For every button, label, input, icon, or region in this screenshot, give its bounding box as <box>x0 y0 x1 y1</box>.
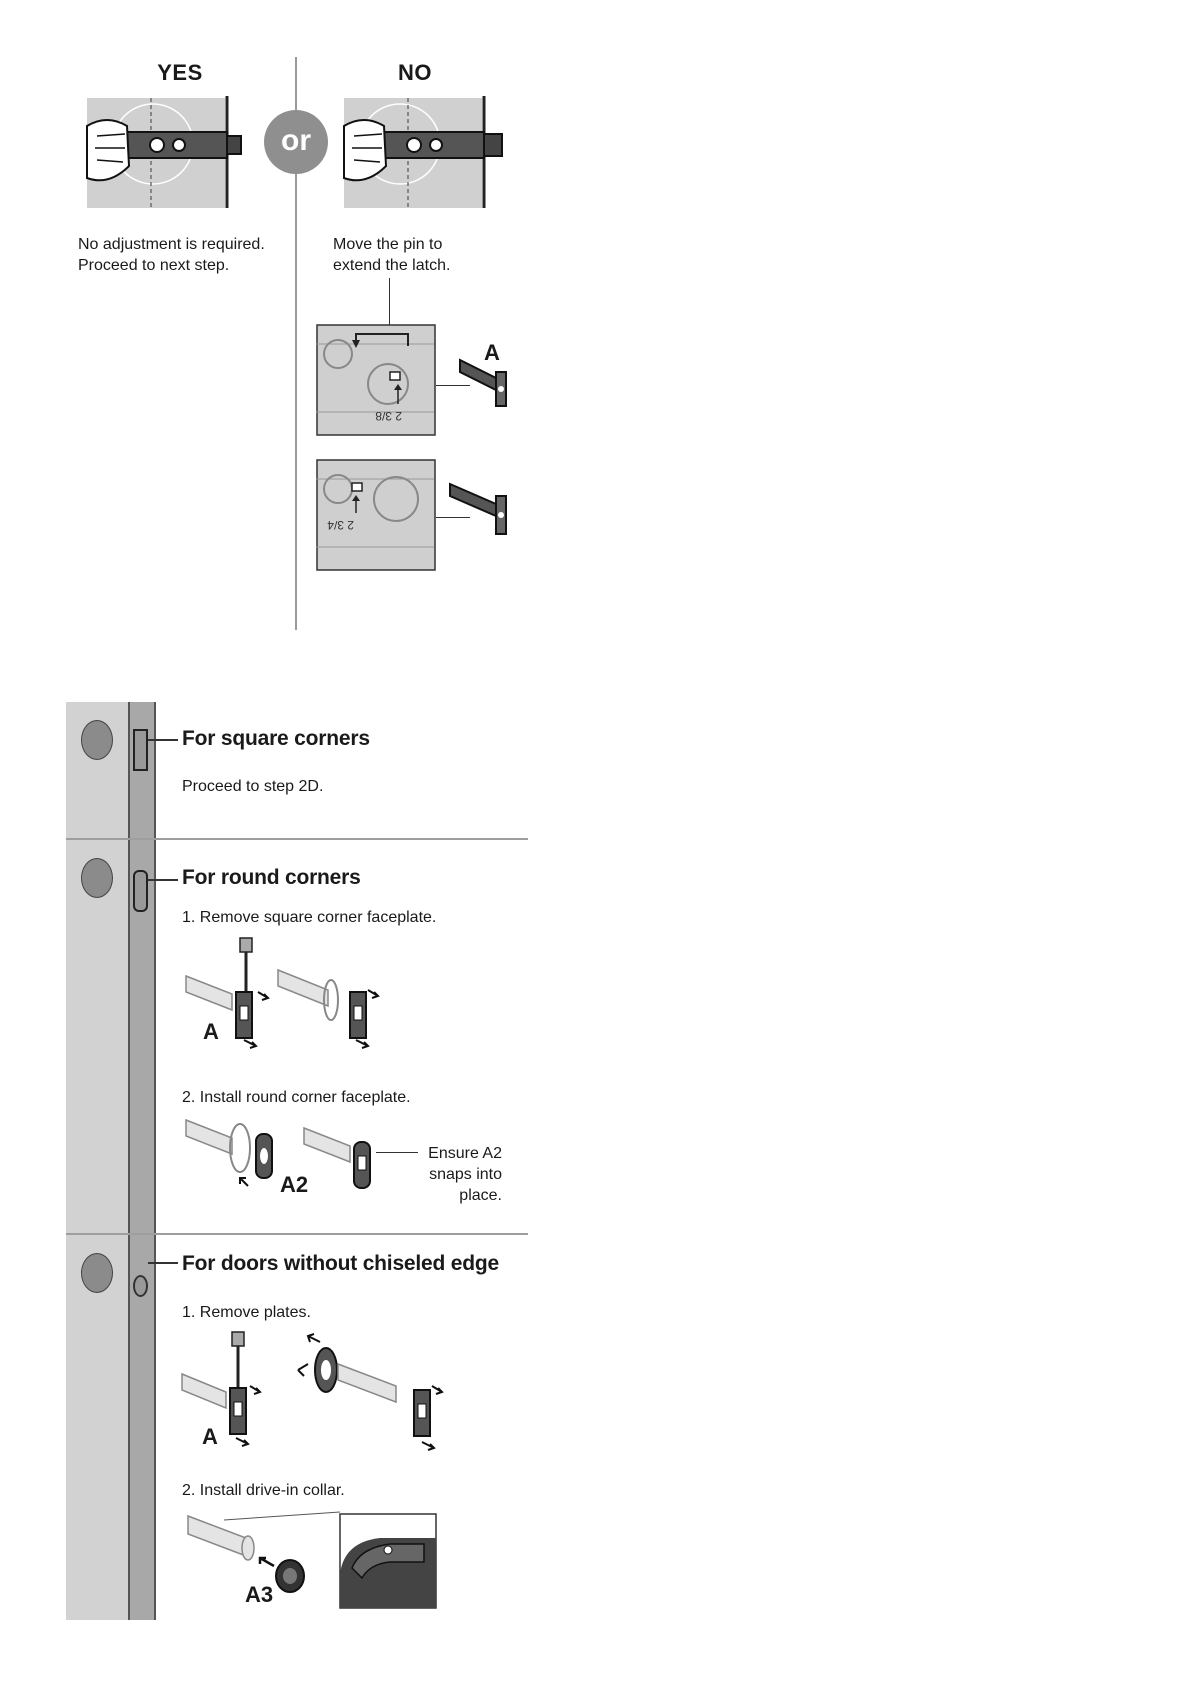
leader-line-a2 <box>376 1152 418 1153</box>
leader-line-b <box>436 517 470 518</box>
square-corners-title: For square corners <box>182 727 370 750</box>
no-instruction: Move the pin to extend the latch. <box>333 234 450 276</box>
label-a2: A2 <box>280 1172 309 1197</box>
round-corners-title: For round corners <box>182 866 361 889</box>
or-label: or <box>281 124 311 157</box>
round-step-2: 2. Install round corner faceplate. <box>182 1089 411 1106</box>
round-step-1: 1. Remove square corner faceplate. <box>182 909 437 926</box>
bore-hole-icon <box>81 858 113 898</box>
marking-2-3-8: 2 3/8 <box>375 409 402 423</box>
label-a3: A3 <box>245 1582 274 1607</box>
marking-2-3-4: 2 3/4 <box>327 518 354 532</box>
note-line-2: snaps into <box>429 1166 502 1183</box>
yes-latch-illustration <box>86 96 242 208</box>
section-divider-2 <box>66 1233 528 1235</box>
no-chisel-label-a: A <box>202 1424 218 1449</box>
vertical-divider <box>295 57 297 630</box>
leader-line-nochisel <box>148 1262 178 1264</box>
leader-line-round <box>148 879 178 881</box>
leader-line-a <box>436 385 470 386</box>
or-badge: or <box>264 110 328 174</box>
remove-square-faceplate-illustration <box>185 937 380 1049</box>
remove-plates-illustration <box>181 1331 444 1451</box>
no-header: NO <box>398 60 432 85</box>
latch-extended-icon <box>449 482 507 535</box>
ensure-a2-note: Ensure A2 snaps into place. <box>412 1143 502 1206</box>
no-chisel-step-2: 2. Install drive-in collar. <box>182 1482 345 1499</box>
no-text-line-2: extend the latch. <box>333 257 451 274</box>
round-faceplate-icon <box>133 870 148 912</box>
note-line-3: place. <box>459 1187 502 1204</box>
square-corners-text: Proceed to step 2D. <box>182 778 324 795</box>
bore-hole-icon <box>81 720 113 760</box>
drive-in-hole-icon <box>133 1275 148 1297</box>
no-latch-illustration <box>343 96 503 208</box>
section-divider-1 <box>66 838 528 840</box>
bore-hole-icon <box>81 1253 113 1293</box>
yes-instruction: No adjustment is required. Proceed to ne… <box>78 234 265 276</box>
round-label-a: A <box>203 1019 219 1044</box>
leader-line-square <box>148 739 178 741</box>
latch-a-icon <box>459 358 507 407</box>
install-round-faceplate-illustration <box>185 1118 371 1189</box>
square-faceplate-icon <box>133 729 148 771</box>
no-text-line-1: Move the pin to <box>333 236 443 253</box>
yes-header: YES <box>157 60 203 85</box>
leader-line <box>389 278 390 326</box>
label-a-top: A <box>484 340 500 365</box>
pin-detail-1: 2 3/8 <box>316 324 436 436</box>
pin-detail-2: 2 3/4 <box>316 459 436 571</box>
install-collar-illustration <box>187 1511 437 1609</box>
note-line-1: Ensure A2 <box>428 1145 502 1162</box>
yes-text-line-1: No adjustment is required. <box>78 236 265 253</box>
door-edge <box>128 702 156 1620</box>
no-chisel-step-1: 1. Remove plates. <box>182 1304 311 1321</box>
yes-text-line-2: Proceed to next step. <box>78 257 230 274</box>
no-chisel-title: For doors without chiseled edge <box>182 1252 499 1275</box>
